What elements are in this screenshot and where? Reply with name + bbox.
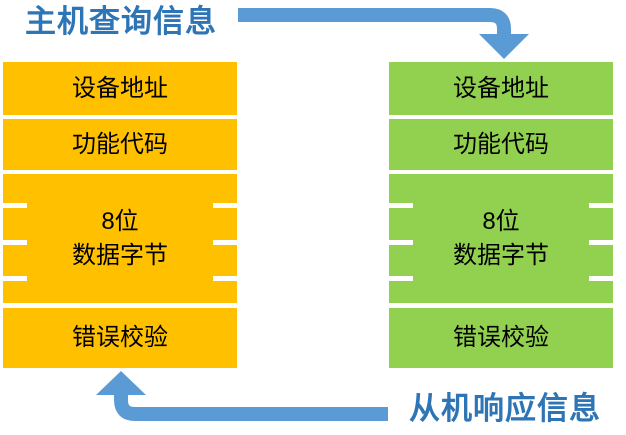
host-row-device-address: 设备地址 <box>3 62 237 115</box>
break-tick <box>589 276 613 281</box>
host-row-data-bytes: 8位 数据字节 <box>3 174 237 303</box>
cell-label-line1: 8位 <box>482 207 520 235</box>
cell-label-line2: 数据字节 <box>453 241 549 269</box>
cell-label: 功能代码 <box>453 130 549 158</box>
arrow-shaft <box>114 394 388 421</box>
slave-response-arrow <box>96 371 388 421</box>
break-tick <box>213 240 237 245</box>
break-tick <box>389 203 413 208</box>
host-row-function-code: 功能代码 <box>3 119 237 170</box>
arrow-down-head-icon <box>479 34 529 59</box>
cell-label: 设备地址 <box>453 74 549 102</box>
break-tick <box>589 203 613 208</box>
slave-response-table: 设备地址 功能代码 8位 数据字节 错误校验 <box>389 62 613 368</box>
arrow-up-head-icon <box>96 371 146 395</box>
slave-row-error-check: 错误校验 <box>389 308 613 368</box>
host-query-label: 主机查询信息 <box>25 4 217 39</box>
slave-row-device-address: 设备地址 <box>389 62 613 115</box>
break-tick <box>389 276 413 281</box>
break-tick <box>213 203 237 208</box>
arrow-shaft <box>238 8 511 35</box>
break-tick <box>3 203 27 208</box>
break-tick <box>589 240 613 245</box>
cell-label: 设备地址 <box>72 74 168 102</box>
host-query-table: 设备地址 功能代码 8位 数据字节 错误校验 <box>3 62 237 368</box>
break-tick <box>3 276 27 281</box>
slave-response-label: 从机响应信息 <box>409 391 601 426</box>
slave-row-data-bytes: 8位 数据字节 <box>389 174 613 303</box>
cell-label: 错误校验 <box>72 324 168 351</box>
cell-label-line1: 8位 <box>101 207 139 235</box>
cell-label: 功能代码 <box>72 130 168 158</box>
break-tick <box>3 240 27 245</box>
break-tick <box>213 276 237 281</box>
cell-label: 错误校验 <box>453 324 549 351</box>
slave-row-function-code: 功能代码 <box>389 119 613 170</box>
break-tick <box>389 240 413 245</box>
host-query-arrow <box>238 8 529 59</box>
host-row-error-check: 错误校验 <box>3 308 237 368</box>
cell-label-line2: 数据字节 <box>72 241 168 269</box>
